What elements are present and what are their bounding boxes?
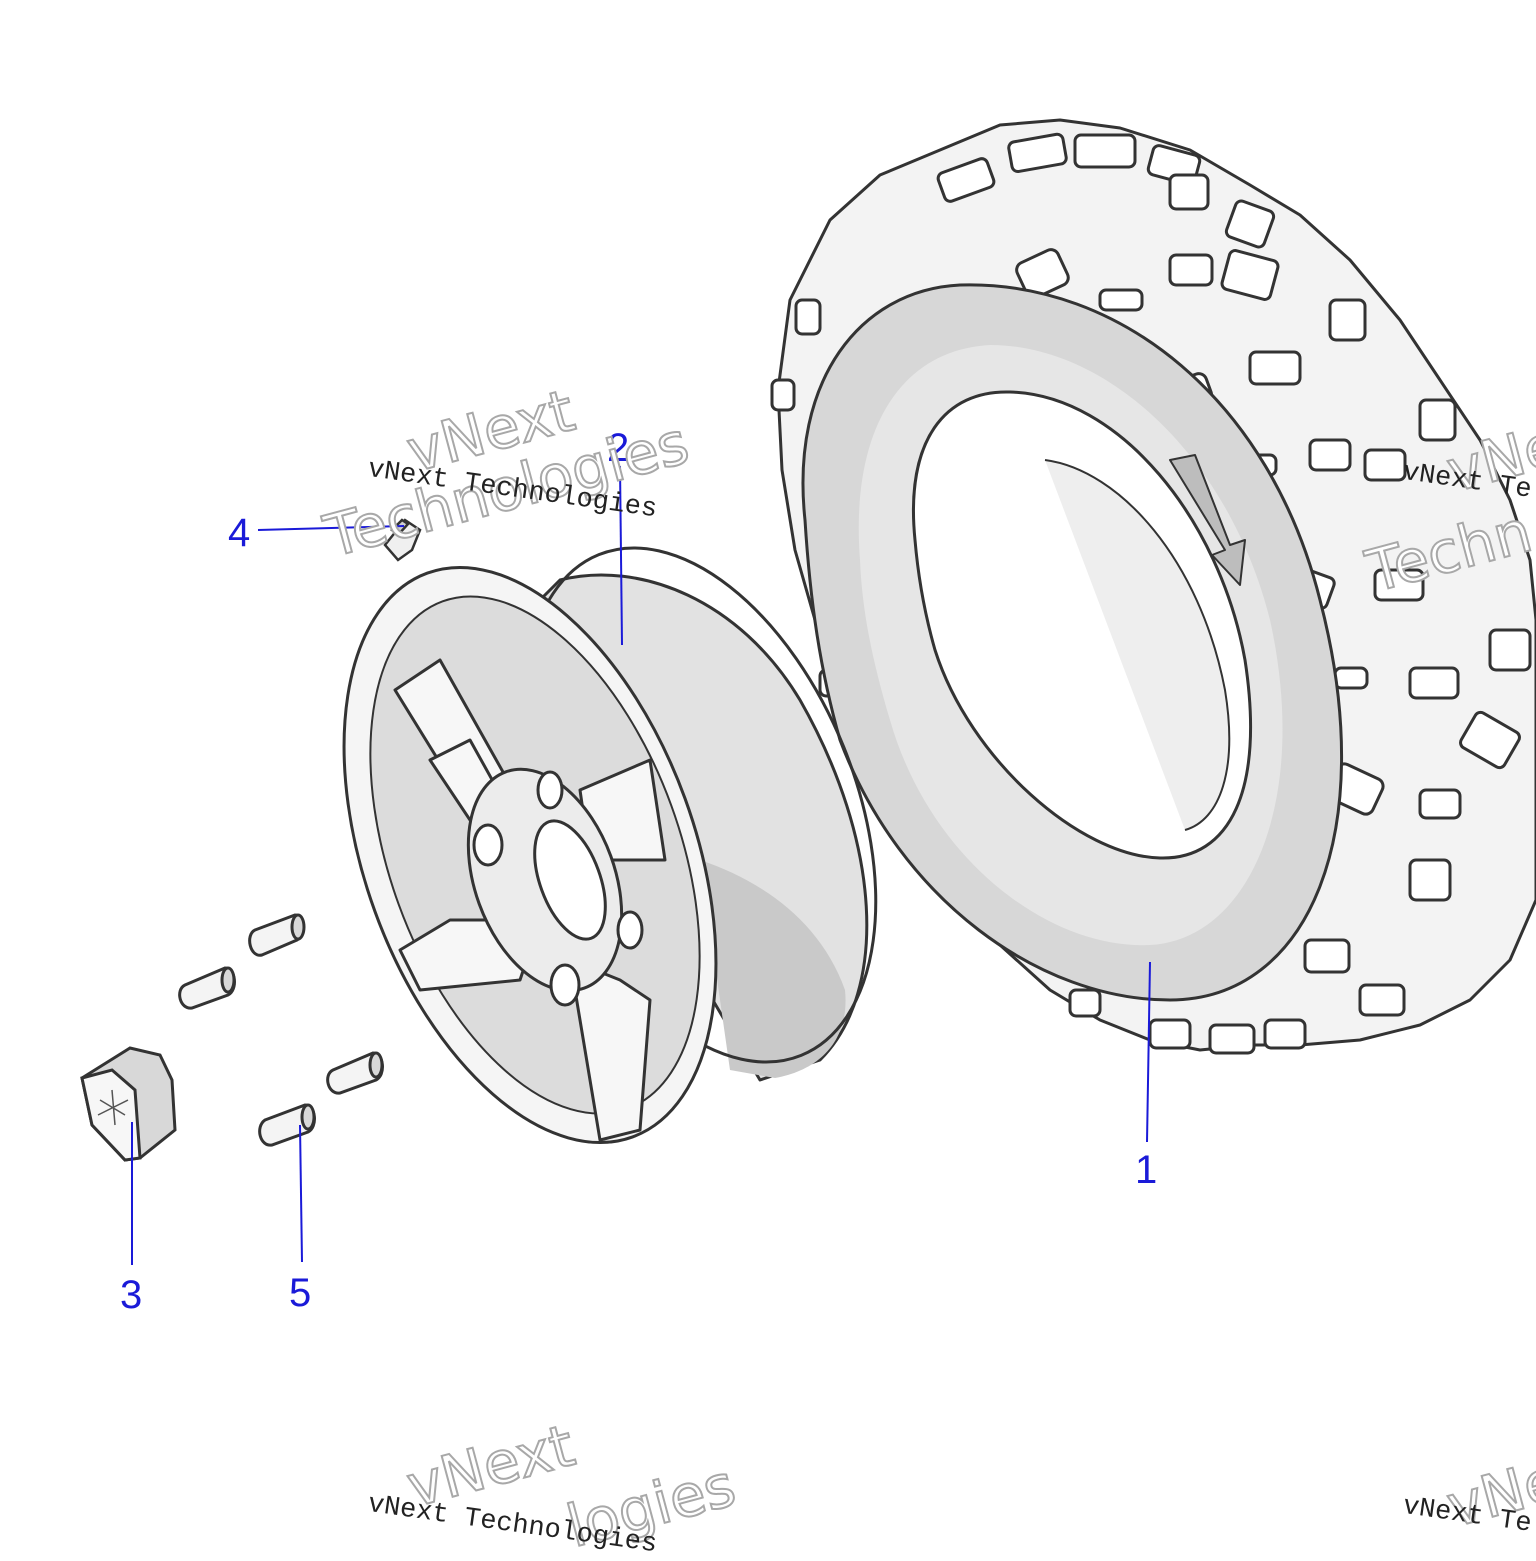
lug-nut xyxy=(326,1051,384,1095)
lug-nut xyxy=(248,913,306,957)
center-cap xyxy=(80,1046,177,1162)
leader-line-4 xyxy=(257,525,405,531)
lug-nut xyxy=(178,966,236,1010)
callout-1: 1 xyxy=(1135,1148,1158,1192)
center-cap-face xyxy=(80,1068,142,1162)
wheel-rim xyxy=(342,546,878,1145)
rim-center-bore xyxy=(533,819,607,941)
lug-nut xyxy=(258,1103,316,1147)
lug-hole xyxy=(472,823,504,867)
lug-hole xyxy=(549,963,581,1007)
leader-line-1 xyxy=(1146,961,1151,1143)
lug-hole xyxy=(536,770,564,810)
lug-hole xyxy=(616,910,644,950)
callout-5: 5 xyxy=(289,1271,312,1315)
lug-nuts xyxy=(178,913,384,1147)
leader-line-2 xyxy=(619,465,623,646)
leader-lines xyxy=(131,465,1151,1265)
tire xyxy=(770,118,1536,1055)
valve-stem xyxy=(383,518,422,562)
rim-barrel-shade xyxy=(700,860,846,1078)
rotation-arrow xyxy=(1169,454,1246,586)
callout-3: 3 xyxy=(120,1273,143,1317)
center-cap-logo xyxy=(97,1089,129,1126)
leader-line-5 xyxy=(299,1124,303,1263)
tire-inner-wall xyxy=(1044,459,1231,831)
callout-4: 4 xyxy=(228,511,251,555)
callout-2: 2 xyxy=(607,426,630,470)
